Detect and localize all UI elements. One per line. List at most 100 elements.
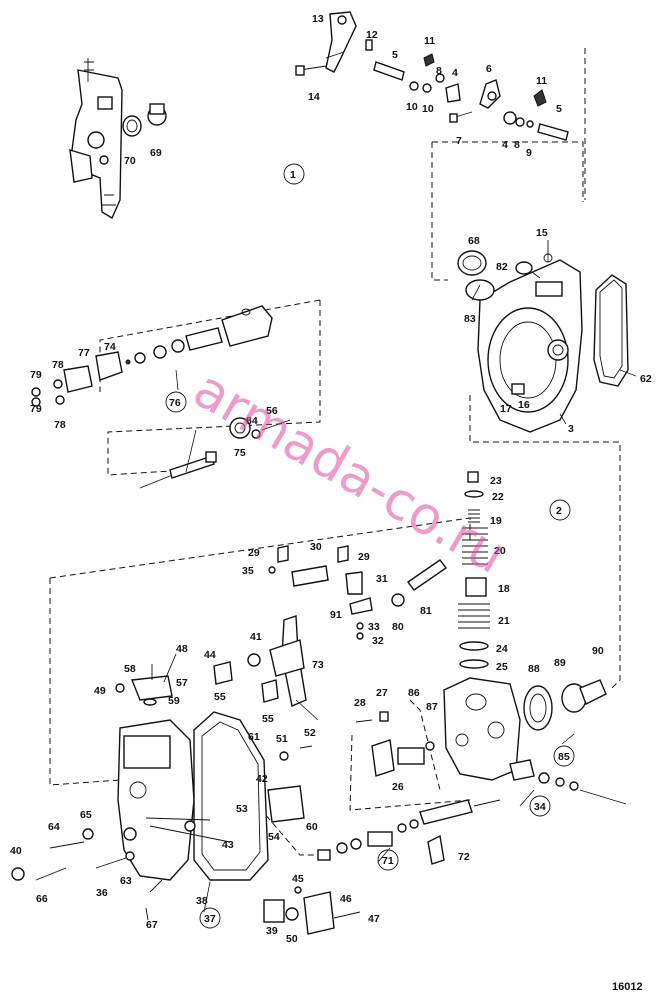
group-ref: 34 — [534, 801, 546, 813]
part-label: 67 — [146, 919, 158, 931]
part-label: 68 — [468, 235, 480, 247]
part-label: 49 — [94, 685, 106, 697]
part-label: 24 — [496, 643, 508, 655]
part-label: 41 — [250, 631, 262, 643]
part-label: 26 — [392, 781, 404, 793]
part-label: 73 — [312, 659, 324, 671]
group-ref: 85 — [558, 751, 570, 763]
part-label: 11 — [536, 75, 547, 87]
part-label: 23 — [490, 475, 502, 487]
part-label: 4 — [452, 67, 458, 79]
part-label: 59 — [168, 695, 180, 707]
part-label: 79 — [30, 403, 42, 415]
part-label: 72 — [458, 851, 470, 863]
part-label: 27 — [376, 687, 388, 699]
part-label: 35 — [242, 565, 254, 577]
part-label: 44 — [204, 649, 216, 661]
part-label: 56 — [266, 405, 278, 417]
part-label: 8 — [436, 65, 442, 77]
group-ref: 76 — [169, 397, 181, 409]
part-label: 19 — [490, 515, 502, 527]
part-label: 17 — [500, 403, 512, 415]
part-label: 83 — [464, 313, 476, 325]
part-label: 10 — [422, 103, 434, 115]
part-label: 38 — [196, 895, 208, 907]
part-label: 43 — [222, 839, 234, 851]
part-label: 4 — [502, 139, 508, 151]
pump-housing-illustration — [457, 240, 629, 433]
governor-shaft-illustration — [31, 305, 291, 489]
part-label: 8 — [514, 139, 520, 151]
group-ref: 2 — [556, 505, 562, 517]
lever-assembly-illustration — [213, 615, 307, 707]
part-label: 20 — [494, 545, 506, 557]
part-label: 13 — [312, 13, 324, 25]
part-label: 39 — [266, 925, 278, 937]
part-label: 15 — [536, 227, 548, 239]
bottom-bracket-illustration — [145, 886, 361, 935]
part-label: 51 — [276, 733, 288, 745]
part-label: 66 — [36, 893, 48, 905]
part-label: 82 — [496, 261, 508, 273]
part-label: 45 — [292, 873, 304, 885]
leader-lines — [175, 252, 637, 913]
gear-housing-illustration — [11, 711, 313, 893]
part-label: 53 — [236, 803, 248, 815]
part-label: 46 — [340, 893, 352, 905]
part-label: 25 — [496, 661, 508, 673]
part-labels: 13 12 11 5 8 4 6 11 5 14 10 10 7 4 8 9 7… — [10, 13, 652, 945]
part-label: 48 — [176, 643, 188, 655]
group-references: 1 2 76 71 34 85 37 — [165, 163, 575, 929]
part-label: 22 — [492, 491, 504, 503]
part-label: 7 — [456, 135, 462, 147]
shaft-and-seals-illustration — [317, 759, 627, 865]
part-label: 30 — [310, 541, 322, 553]
drawing-number: 16012 — [612, 981, 643, 993]
part-label: 57 — [176, 677, 188, 689]
adjuster-plate-illustration — [115, 653, 177, 706]
part-label: 29 — [358, 551, 370, 563]
part-label: 31 — [376, 573, 388, 585]
part-label: 81 — [420, 605, 432, 617]
part-label: 54 — [268, 831, 280, 843]
part-label: 3 — [568, 423, 574, 435]
part-label: 69 — [150, 147, 162, 159]
part-label: 36 — [96, 887, 108, 899]
group-ref: 71 — [382, 855, 394, 867]
part-label: 63 — [120, 875, 132, 887]
part-label: 9 — [526, 147, 532, 159]
part-label: 91 — [330, 609, 342, 621]
part-label: 80 — [392, 621, 404, 633]
part-label: 11 — [424, 35, 435, 47]
main-pump-body-illustration — [355, 677, 607, 781]
part-label: 29 — [248, 547, 260, 559]
part-label: 10 — [406, 101, 418, 113]
part-label: 5 — [556, 103, 562, 115]
part-label: 77 — [78, 347, 90, 359]
part-label: 78 — [54, 419, 66, 431]
part-label: 40 — [10, 845, 22, 857]
part-label: 65 — [80, 809, 92, 821]
part-label: 6 — [486, 63, 492, 75]
part-label: 42 — [256, 773, 268, 785]
part-label: 52 — [304, 727, 316, 739]
part-label: 21 — [498, 615, 510, 627]
part-label: 58 — [124, 663, 136, 675]
part-label: 70 — [124, 155, 136, 167]
part-label: 55 — [214, 691, 226, 703]
part-label: 75 — [234, 447, 246, 459]
part-label: 61 — [248, 731, 260, 743]
part-label: 12 — [366, 29, 378, 41]
part-label: 47 — [368, 913, 380, 925]
part-label: 90 — [592, 645, 604, 657]
part-label: 84 — [246, 415, 258, 427]
part-label: 18 — [498, 583, 510, 595]
part-label: 89 — [554, 657, 566, 669]
part-label: 62 — [640, 373, 652, 385]
group-ref: 37 — [204, 913, 216, 925]
bracket-assembly-illustration — [69, 58, 167, 220]
part-label: 50 — [286, 933, 298, 945]
part-label: 5 — [392, 49, 398, 61]
group-ref: 1 — [290, 169, 296, 181]
